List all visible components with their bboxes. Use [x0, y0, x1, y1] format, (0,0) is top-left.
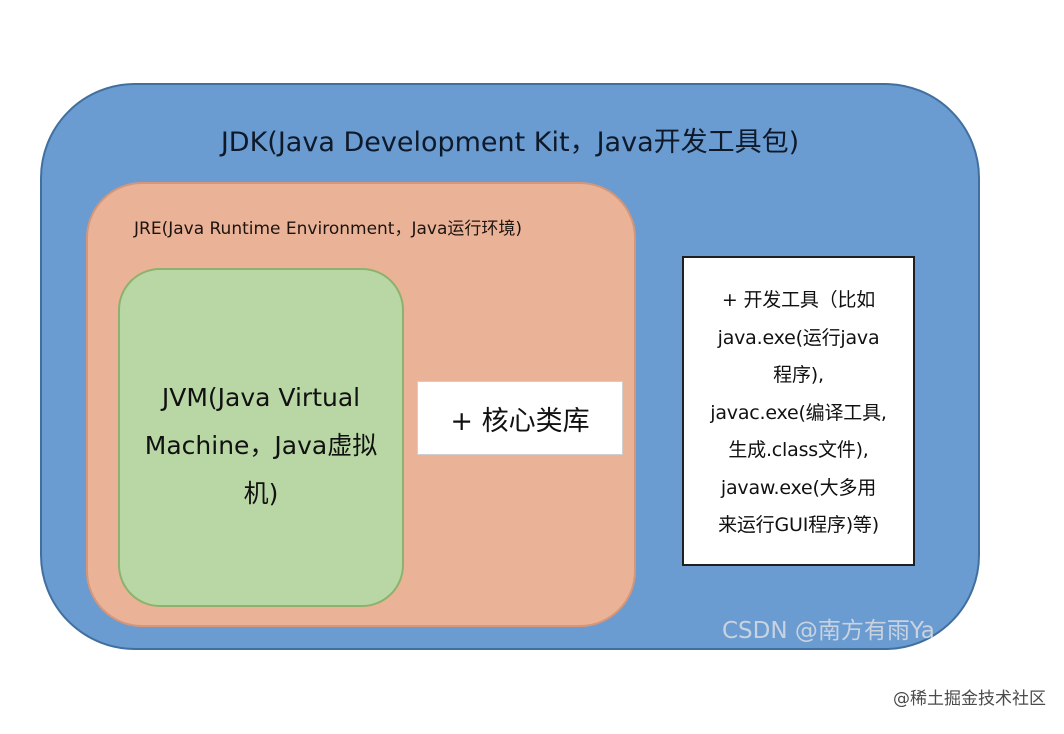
dev-tools-line: 生成.class文件),	[728, 439, 869, 461]
jvm-label: JVM(Java Virtual Machine，Java虚拟机)	[144, 383, 378, 508]
dev-tools-line: javac.exe(编译工具,	[710, 401, 887, 424]
csdn-watermark: CSDN @南方有雨Ya	[722, 618, 935, 644]
core-library-label: + 核心类库	[450, 405, 590, 437]
jdk-label: JDK(Java Development Kit，Java开发工具包)	[220, 127, 800, 158]
dev-tools-line: javaw.exe(大多用	[720, 476, 877, 499]
dev-tools-box	[682, 256, 915, 566]
dev-tools-line: java.exe(运行java	[717, 326, 880, 349]
core-library-box: + 核心类库	[417, 381, 623, 455]
dev-tools-line: 来运行GUI程序)等)	[718, 514, 879, 536]
dev-tools-label: + 开发工具（比如 java.exe(运行java 程序), javac.exe…	[684, 282, 913, 545]
platform-watermark: @稀土掘金技术社区	[893, 689, 1046, 709]
dev-tools-line: 程序),	[773, 364, 824, 386]
dev-tools-line: + 开发工具（比如	[721, 289, 876, 311]
jre-label: JRE(Java Runtime Environment，Java运行环境)	[134, 219, 523, 239]
jvm-box	[118, 268, 404, 607]
